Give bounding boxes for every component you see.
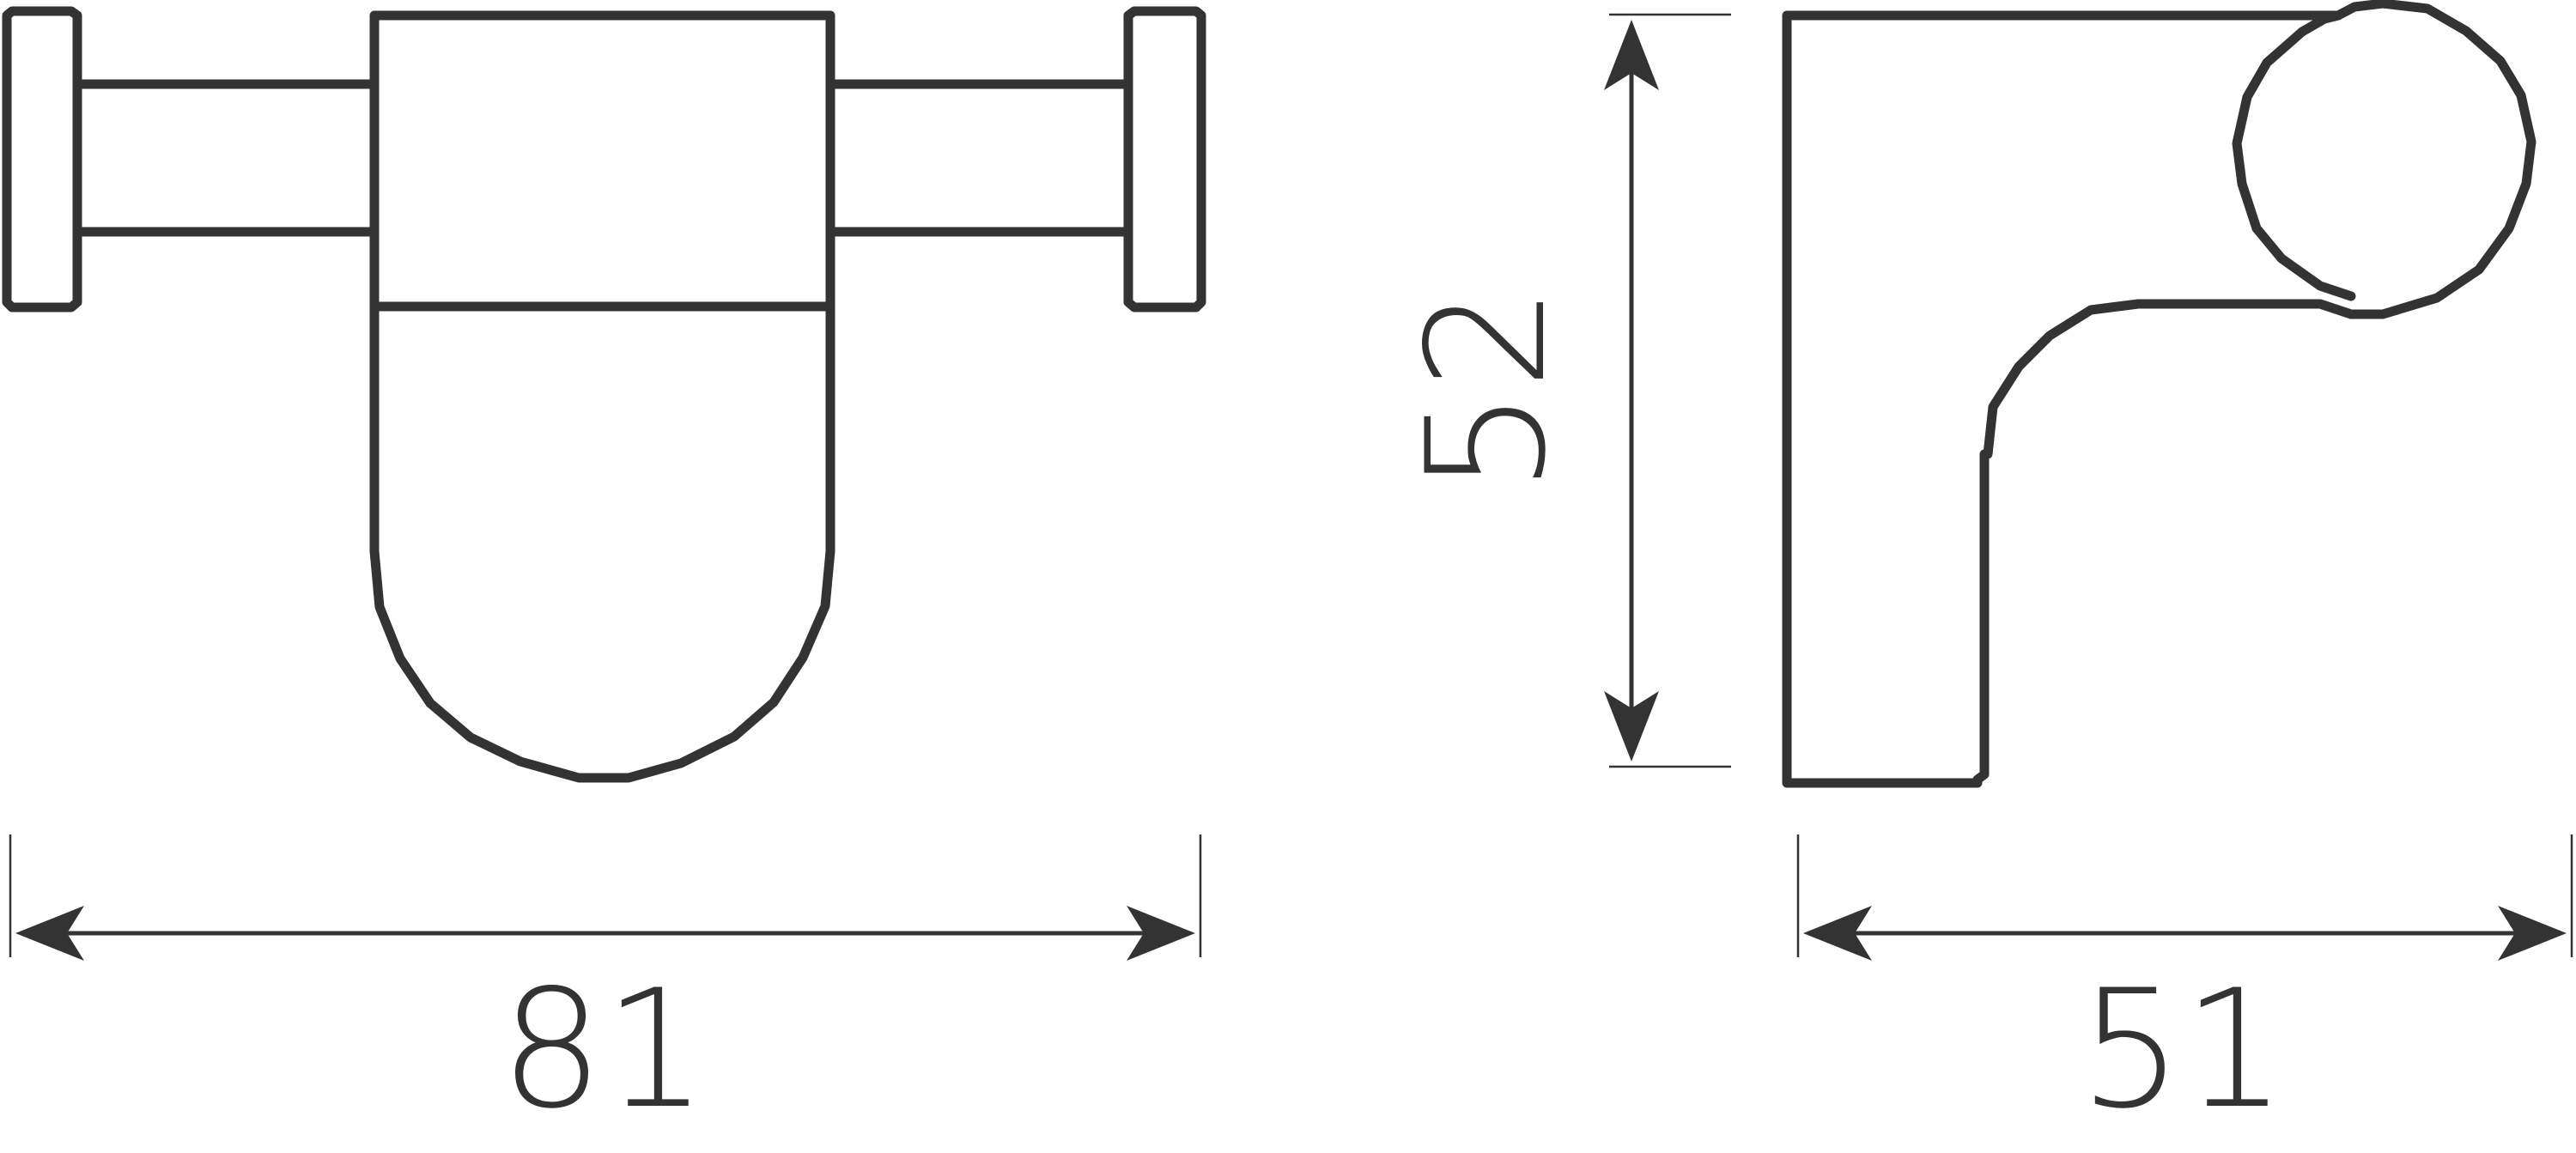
depth-arrow-right: [2498, 906, 2567, 961]
left-arm: [72, 79, 380, 237]
width-arrow-right: [1127, 906, 1195, 961]
holder-body: [369, 10, 835, 783]
side-view: [1782, 0, 2537, 788]
depth-dimension-label: 51: [2079, 955, 2287, 1144]
side-profile: [1782, 0, 2537, 788]
front-view: [2, 6, 1206, 783]
height-dimension: 52: [1392, 13, 1731, 768]
width-dimension-label: 81: [500, 955, 708, 1144]
width-arrow-left: [15, 906, 84, 961]
right-wall-plate: [1123, 6, 1206, 313]
hook-knob: [2232, 10, 2356, 301]
depth-arrow-left: [1803, 906, 1872, 961]
depth-dimension: 51: [1796, 834, 2573, 1144]
right-arm: [825, 79, 1133, 237]
left-wall-plate: [2, 6, 82, 313]
width-dimension: 81: [9, 834, 1202, 1144]
height-dimension-label: 52: [1392, 286, 1582, 494]
height-arrow-top: [1604, 20, 1659, 90]
height-arrow-bottom: [1604, 691, 1659, 762]
